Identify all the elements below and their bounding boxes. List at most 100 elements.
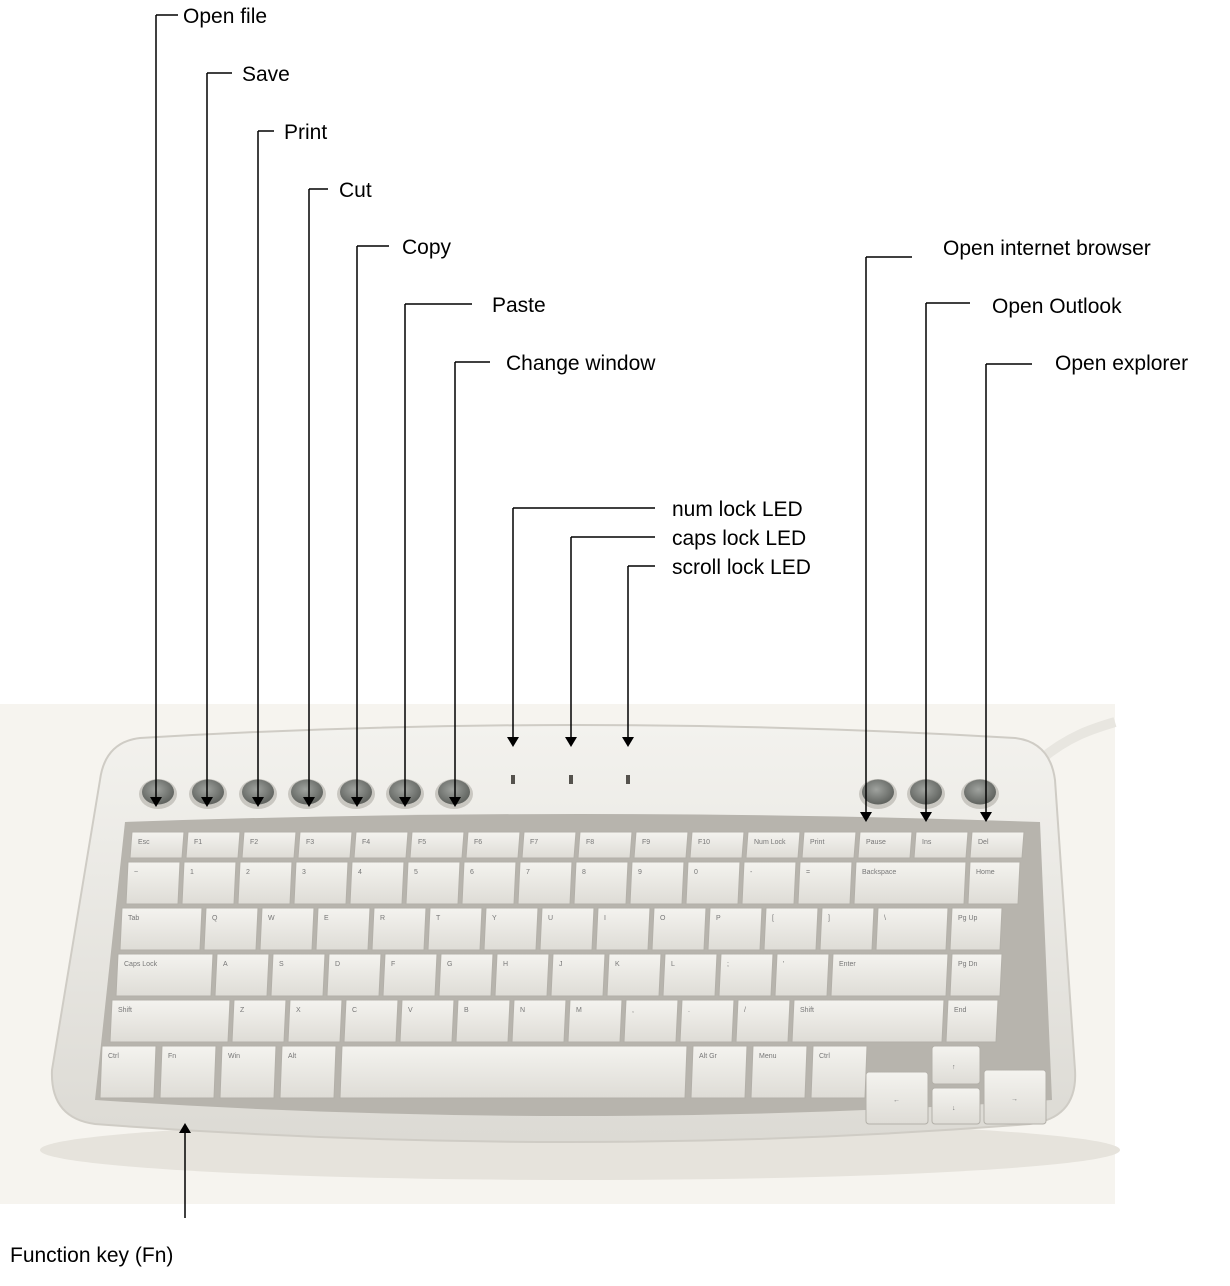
key[interactable]: U bbox=[539, 907, 595, 951]
hotkey-open-explorer-button[interactable] bbox=[961, 779, 999, 809]
key[interactable]: F8 bbox=[577, 831, 633, 859]
key[interactable]: Z bbox=[231, 999, 287, 1043]
key[interactable]: L bbox=[662, 953, 718, 997]
hotkey-open-file-button[interactable] bbox=[139, 779, 177, 809]
key[interactable]: Ctrl bbox=[810, 1045, 868, 1099]
key[interactable]: C bbox=[343, 999, 399, 1043]
key[interactable]: J bbox=[550, 953, 606, 997]
key[interactable]: Menu bbox=[750, 1045, 808, 1099]
key[interactable]: 8 bbox=[573, 861, 629, 905]
key[interactable]: Caps Lock bbox=[115, 953, 214, 997]
key[interactable]: Enter bbox=[830, 953, 949, 997]
key[interactable]: 3 bbox=[293, 861, 349, 905]
key[interactable]: / bbox=[735, 999, 791, 1043]
hotkey-change-window-button[interactable] bbox=[435, 779, 473, 809]
key[interactable]: M bbox=[567, 999, 623, 1043]
key[interactable]: - bbox=[741, 861, 797, 905]
key[interactable]: Shift bbox=[791, 999, 945, 1043]
key[interactable]: Q bbox=[203, 907, 259, 951]
key[interactable]: F9 bbox=[633, 831, 689, 859]
key[interactable]: Shift bbox=[109, 999, 231, 1043]
key-label: A bbox=[223, 961, 228, 968]
key[interactable]: = bbox=[797, 861, 853, 905]
key[interactable]: W bbox=[259, 907, 315, 951]
key[interactable]: N bbox=[511, 999, 567, 1043]
key[interactable]: [ bbox=[763, 907, 819, 951]
key[interactable]: Win bbox=[219, 1045, 277, 1099]
key[interactable]: X bbox=[287, 999, 343, 1043]
key[interactable]: Del bbox=[969, 831, 1025, 859]
key-label: Num Lock bbox=[754, 839, 786, 846]
key[interactable]: G bbox=[438, 953, 494, 997]
key[interactable]: H bbox=[494, 953, 550, 997]
arrow-key[interactable]: ↑ bbox=[931, 1045, 981, 1085]
key-label: End bbox=[954, 1007, 967, 1014]
key[interactable]: 5 bbox=[405, 861, 461, 905]
key[interactable]: Pg Dn bbox=[949, 953, 1003, 997]
arrow-key[interactable]: ↓ bbox=[931, 1087, 981, 1125]
key[interactable]: ; bbox=[718, 953, 774, 997]
callout-line-open-outlook bbox=[926, 302, 970, 817]
key[interactable]: 1 bbox=[181, 861, 237, 905]
key[interactable]: P bbox=[707, 907, 763, 951]
key[interactable]: Num Lock bbox=[745, 831, 801, 859]
hotkey-save-button[interactable] bbox=[189, 779, 227, 809]
key[interactable]: S bbox=[270, 953, 326, 997]
key[interactable]: 9 bbox=[629, 861, 685, 905]
key[interactable]: D bbox=[326, 953, 382, 997]
key[interactable]: Home bbox=[967, 861, 1021, 905]
key[interactable]: Pause bbox=[857, 831, 913, 859]
key[interactable]: V bbox=[399, 999, 455, 1043]
key[interactable]: Ctrl bbox=[99, 1045, 157, 1099]
key[interactable]: F5 bbox=[409, 831, 465, 859]
arrow-key[interactable]: → bbox=[983, 1069, 1047, 1125]
key[interactable]: R bbox=[371, 907, 427, 951]
hotkey-open-internet-browser-button[interactable] bbox=[859, 779, 897, 809]
key[interactable]: Y bbox=[483, 907, 539, 951]
key[interactable]: 4 bbox=[349, 861, 405, 905]
hotkey-cut-button[interactable] bbox=[288, 779, 326, 809]
key[interactable]: Alt Gr bbox=[690, 1045, 748, 1099]
key[interactable]: Backspace bbox=[853, 861, 967, 905]
key[interactable]: O bbox=[651, 907, 707, 951]
key[interactable]: 6 bbox=[461, 861, 517, 905]
key[interactable]: F10 bbox=[689, 831, 745, 859]
key[interactable]: K bbox=[606, 953, 662, 997]
key[interactable]: . bbox=[679, 999, 735, 1043]
key[interactable]: B bbox=[455, 999, 511, 1043]
key[interactable]: End bbox=[945, 999, 999, 1043]
key[interactable]: Pg Up bbox=[949, 907, 1003, 951]
key[interactable]: ' bbox=[774, 953, 830, 997]
key[interactable]: \ bbox=[875, 907, 949, 951]
key[interactable]: Ins bbox=[913, 831, 969, 859]
key[interactable]: A bbox=[214, 953, 270, 997]
key[interactable]: T bbox=[427, 907, 483, 951]
key[interactable]: 7 bbox=[517, 861, 573, 905]
key[interactable]: Fn bbox=[159, 1045, 217, 1099]
key[interactable]: F2 bbox=[241, 831, 297, 859]
key[interactable]: 0 bbox=[685, 861, 741, 905]
key-label: = bbox=[806, 869, 810, 876]
key-label: 6 bbox=[470, 869, 474, 876]
key[interactable]: F6 bbox=[465, 831, 521, 859]
key[interactable]: F4 bbox=[353, 831, 409, 859]
key[interactable]: ] bbox=[819, 907, 875, 951]
key[interactable]: Alt bbox=[279, 1045, 337, 1099]
key[interactable]: Print bbox=[801, 831, 857, 859]
arrow-key[interactable]: ← bbox=[865, 1071, 929, 1125]
key[interactable] bbox=[339, 1045, 688, 1099]
key[interactable]: Tab bbox=[119, 907, 203, 951]
key[interactable]: ~ bbox=[125, 861, 181, 905]
key[interactable]: 2 bbox=[237, 861, 293, 905]
key[interactable]: F7 bbox=[521, 831, 577, 859]
key[interactable]: Esc bbox=[129, 831, 185, 859]
key[interactable]: F1 bbox=[185, 831, 241, 859]
key[interactable]: I bbox=[595, 907, 651, 951]
key[interactable]: F3 bbox=[297, 831, 353, 859]
key[interactable]: F bbox=[382, 953, 438, 997]
hotkey-copy-button[interactable] bbox=[337, 779, 375, 809]
key[interactable]: E bbox=[315, 907, 371, 951]
key[interactable]: , bbox=[623, 999, 679, 1043]
